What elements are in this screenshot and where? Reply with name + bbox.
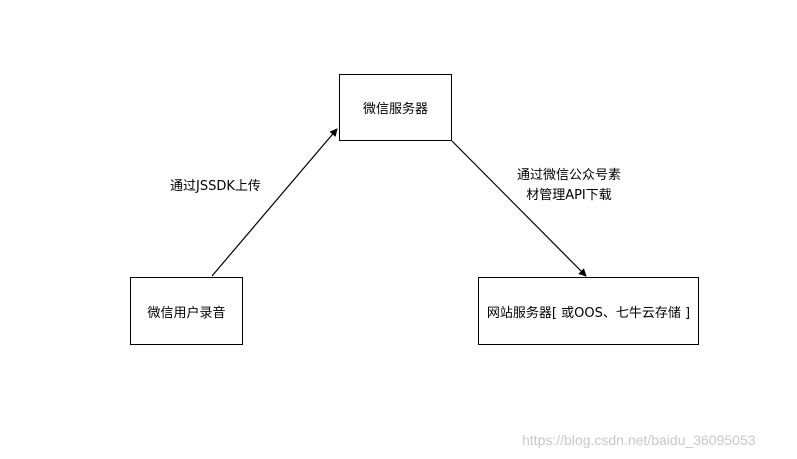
user-recording-node: 微信用户录音 (130, 277, 243, 345)
download-edge-label-line2: 材管理API下载 (526, 188, 612, 203)
download-edge-label: 通过微信公众号素 材管理API下载 (512, 166, 626, 206)
website-server-label: 网站服务器[ 或OOS、七牛云存储 ] (486, 305, 691, 321)
download-arrow (451, 140, 587, 277)
watermark-text: https://blog.csdn.net/baidu_36095053 (522, 432, 756, 448)
wechat-server-label: 微信服务器 (362, 102, 428, 117)
user-recording-label: 微信用户录音 (147, 305, 226, 321)
upload-arrow (211, 128, 338, 277)
download-edge-label-line1: 通过微信公众号素 (516, 168, 621, 183)
website-server-node: 网站服务器[ 或OOS、七牛云存储 ] (478, 277, 699, 345)
wechat-server-node: 微信服务器 (339, 74, 452, 141)
upload-edge-label: 通过JSSDK上传 (170, 179, 261, 194)
